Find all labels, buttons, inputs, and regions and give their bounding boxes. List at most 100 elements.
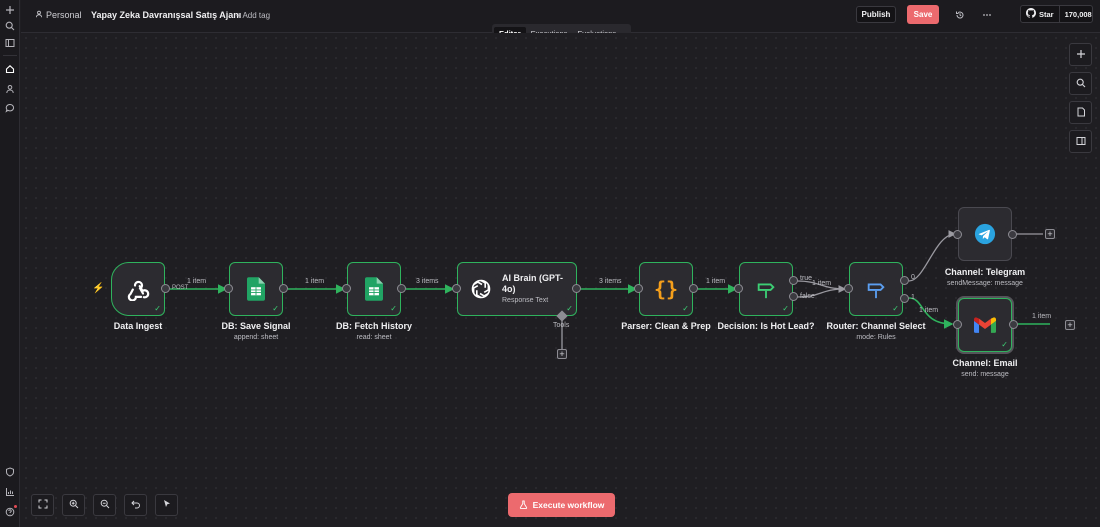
add-tool-button[interactable]: + — [557, 349, 567, 359]
node-email[interactable]: ✓ — [958, 298, 1012, 352]
node-label: AI Brain (GPT-4o) — [502, 273, 564, 294]
note-icon — [1076, 104, 1086, 122]
publish-button[interactable]: Publish — [856, 6, 896, 23]
add-icon[interactable] — [3, 3, 17, 17]
output-index-label: 0 — [911, 274, 915, 281]
panel-toggle-icon[interactable] — [3, 36, 17, 50]
success-check-icon: ✓ — [892, 304, 899, 313]
node-label: Channel: Email — [952, 358, 1018, 368]
node-label: Parser: Clean & Prep — [621, 321, 711, 331]
insights-chart-icon[interactable] — [3, 485, 17, 499]
more-options-icon[interactable] — [981, 9, 993, 21]
zoom-out-button[interactable] — [93, 494, 116, 516]
output-port[interactable] — [689, 284, 698, 293]
node-parser[interactable]: {} ✓ — [639, 262, 693, 316]
node-sublabel: Response Text — [502, 296, 549, 304]
input-port[interactable] — [844, 284, 853, 293]
edge-item-count: 1 item — [305, 278, 325, 285]
output-port[interactable] — [279, 284, 288, 293]
select-tool-button[interactable] — [155, 494, 178, 516]
output-port[interactable] — [1008, 230, 1017, 239]
if-signpost-icon — [753, 276, 779, 302]
output-port-1[interactable] — [900, 294, 909, 303]
undo-icon — [130, 496, 141, 514]
output-port[interactable] — [572, 284, 581, 293]
save-button[interactable]: Save — [907, 5, 939, 24]
node-router[interactable]: ✓ — [849, 262, 903, 316]
add-tag-link[interactable]: + Add tag — [236, 11, 271, 20]
project-breadcrumb[interactable]: Personal — [35, 10, 82, 20]
node-label: Router: Channel Select — [826, 321, 926, 331]
sticky-note-tool[interactable] — [1069, 101, 1092, 124]
branch-true-label: true — [800, 275, 813, 282]
project-name: Personal — [46, 10, 82, 20]
node-ai-brain[interactable]: AI Brain (GPT-4o) Response Text ✓ — [457, 262, 577, 316]
input-port[interactable] — [953, 320, 962, 329]
node-label: Channel: Telegram — [944, 267, 1026, 277]
tools-label: Tools — [553, 322, 570, 329]
github-icon — [1026, 8, 1036, 20]
input-port[interactable] — [634, 284, 643, 293]
node-decision[interactable]: ✓ — [739, 262, 793, 316]
node-sublabel: append: sheet — [233, 334, 279, 341]
output-port-0[interactable] — [900, 276, 909, 285]
input-port[interactable] — [342, 284, 351, 293]
success-check-icon: ✓ — [1001, 340, 1008, 349]
github-star-label: Star — [1039, 9, 1054, 19]
input-port[interactable] — [953, 230, 962, 239]
node-sublabel: read: sheet — [356, 334, 392, 341]
search-nodes-tool[interactable] — [1069, 72, 1092, 95]
help-icon[interactable] — [3, 505, 17, 519]
output-port[interactable] — [161, 284, 170, 293]
node-sublabel: sendMessage: message — [947, 280, 1023, 287]
shield-icon[interactable] — [3, 465, 17, 479]
node-telegram[interactable] — [958, 207, 1012, 261]
home-icon[interactable] — [3, 62, 17, 76]
output-index-label: 1 — [911, 294, 915, 301]
output-port[interactable] — [397, 284, 406, 293]
chat-icon[interactable] — [3, 101, 17, 115]
edge-item-count: 1 item — [812, 280, 832, 287]
output-port-true[interactable] — [789, 276, 798, 285]
trigger-bolt-icon: ⚡ — [92, 283, 105, 294]
add-node-button[interactable]: + — [1045, 229, 1055, 239]
undo-button[interactable] — [124, 494, 147, 516]
execute-workflow-label: Execute workflow — [532, 500, 605, 510]
node-db-fetch-history[interactable]: ✓ — [347, 262, 401, 316]
node-db-save-signal[interactable]: ✓ — [229, 262, 283, 316]
gmail-icon — [972, 312, 998, 338]
input-port[interactable] — [452, 284, 461, 293]
node-label: DB: Fetch History — [335, 321, 412, 331]
node-label: Decision: Is Hot Lead? — [717, 321, 815, 331]
node-label: Data Ingest — [113, 321, 163, 331]
flask-icon — [519, 499, 528, 511]
left-sidebar — [0, 0, 20, 527]
user-icon[interactable] — [3, 82, 17, 96]
output-port[interactable] — [1009, 320, 1018, 329]
node-sublabel: mode: Rules — [856, 334, 896, 341]
edge-method-label: POST — [172, 285, 189, 291]
node-data-ingest[interactable]: ✓ — [111, 262, 165, 316]
notification-dot — [14, 505, 17, 508]
fullscreen-icon — [38, 496, 48, 514]
success-check-icon: ✓ — [682, 304, 689, 313]
zoom-in-icon — [69, 496, 79, 514]
user-icon — [35, 10, 43, 20]
input-port[interactable] — [734, 284, 743, 293]
fit-view-button[interactable] — [31, 494, 54, 516]
edge-item-count: 1 item — [1032, 313, 1052, 320]
zoom-in-button[interactable] — [62, 494, 85, 516]
github-star-button[interactable]: Star 170,008 — [1020, 5, 1093, 23]
search-icon[interactable] — [3, 19, 17, 33]
input-port[interactable] — [224, 284, 233, 293]
output-port-false[interactable] — [789, 292, 798, 301]
history-icon[interactable] — [954, 9, 966, 21]
add-node-button[interactable]: + — [1065, 320, 1075, 330]
add-node-tool[interactable] — [1069, 43, 1092, 66]
execute-workflow-button[interactable]: Execute workflow — [508, 493, 615, 517]
google-sheets-icon — [243, 276, 269, 302]
workflow-name[interactable]: Yapay Zeka Davranışsal Satış Ajanı — [91, 10, 242, 20]
panel-tool[interactable] — [1069, 130, 1092, 153]
panel-icon — [1076, 133, 1086, 151]
success-check-icon: ✓ — [390, 304, 397, 313]
